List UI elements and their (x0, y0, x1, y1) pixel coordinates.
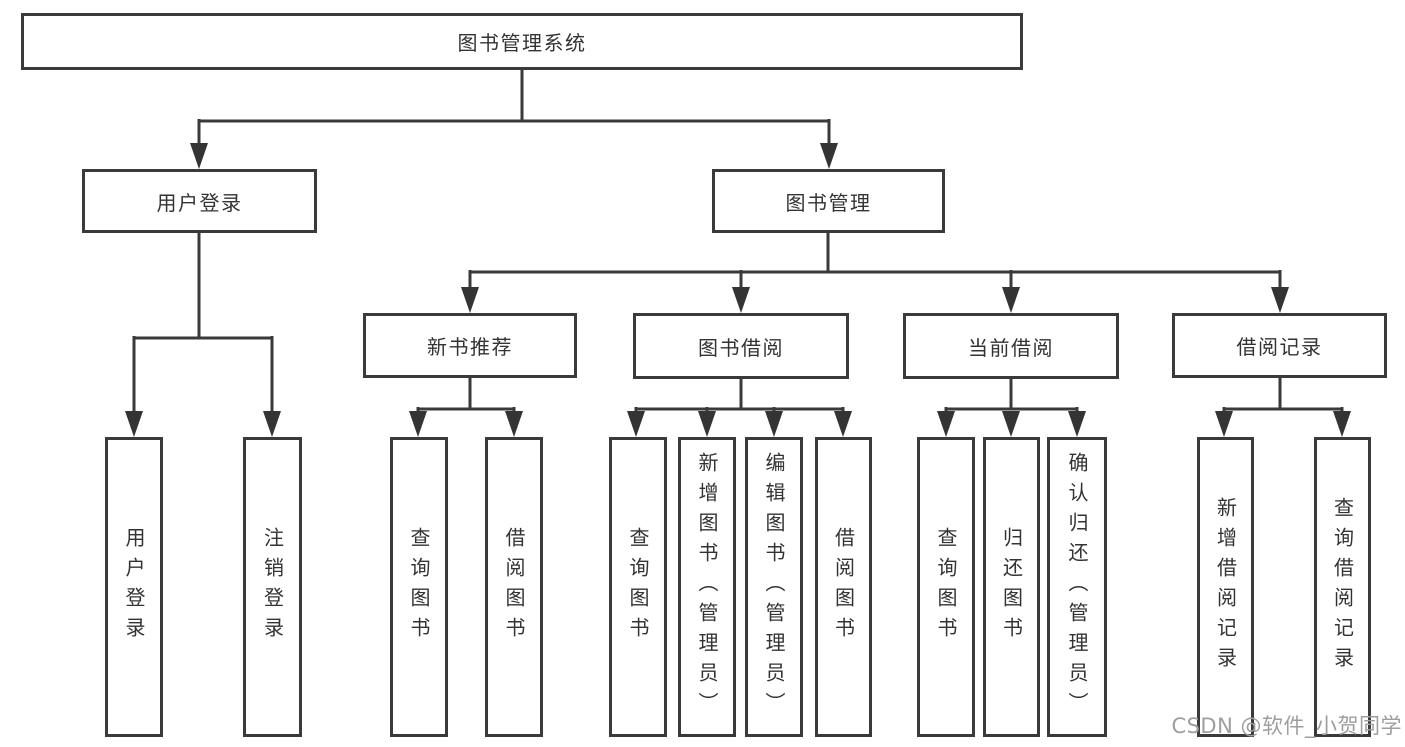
leaf-user-login: 用户登录 (105, 437, 163, 737)
leaf-records-query-borrow-record: 查询借阅记录 (1314, 437, 1371, 737)
leaf-current-return-books: 归还图书 (983, 437, 1040, 737)
leaf-borrow-borrow-books: 借阅图书 (815, 437, 872, 737)
node-label: 归还图书 (999, 527, 1024, 647)
node-label: 用户登录 (122, 527, 146, 647)
node-label: 编辑图书（管理员） (762, 452, 786, 722)
node-label: 新书推荐 (427, 335, 513, 359)
leaf-borrow-edit-books-admin: 编辑图书（管理员） (745, 437, 803, 737)
node-label: 借阅记录 (1236, 335, 1323, 359)
node-label: 新增借阅记录 (1213, 497, 1238, 677)
leaf-borrow-add-books-admin: 新增图书（管理员） (678, 437, 736, 737)
leaf-logout-login: 注销登录 (243, 437, 302, 737)
node-borrowing-records: 借阅记录 (1172, 313, 1387, 378)
node-label: 新增图书（管理员） (695, 452, 719, 722)
leaf-borrow-query-books: 查询图书 (609, 437, 667, 737)
node-label: 查询借阅记录 (1330, 497, 1355, 677)
node-label: 注销登录 (260, 527, 285, 647)
leaf-records-add-borrow-record: 新增借阅记录 (1197, 437, 1254, 737)
node-label: 用户登录 (156, 190, 243, 215)
leaf-current-confirm-return-admin: 确认归还（管理员） (1047, 437, 1107, 737)
node-current-borrowing: 当前借阅 (903, 313, 1119, 379)
node-new-book-recommend: 新书推荐 (363, 313, 577, 378)
node-book-borrowing: 图书借阅 (633, 313, 849, 379)
node-book-management: 图书管理 (712, 169, 945, 233)
node-label: 图书借阅 (698, 335, 784, 360)
node-label: 查询图书 (626, 527, 650, 647)
leaf-newbook-query-books: 查询图书 (390, 437, 448, 737)
node-label: 查询图书 (407, 527, 431, 647)
csdn-watermark: CSDN @软件_小贺同学 (1171, 714, 1402, 738)
node-label: 确认归还（管理员） (1065, 452, 1089, 722)
node-label: 借阅图书 (502, 527, 526, 647)
node-label: 图书管理系统 (457, 31, 587, 55)
node-label: 借阅图书 (831, 527, 856, 647)
node-user-login: 用户登录 (82, 169, 317, 233)
leaf-current-query-books: 查询图书 (917, 437, 975, 737)
node-label: 图书管理 (785, 190, 872, 215)
node-label: 查询图书 (934, 527, 958, 647)
node-label: 当前借阅 (968, 335, 1054, 360)
leaf-newbook-borrow-books: 借阅图书 (485, 437, 543, 737)
node-library-management-system: 图书管理系统 (21, 13, 1023, 70)
